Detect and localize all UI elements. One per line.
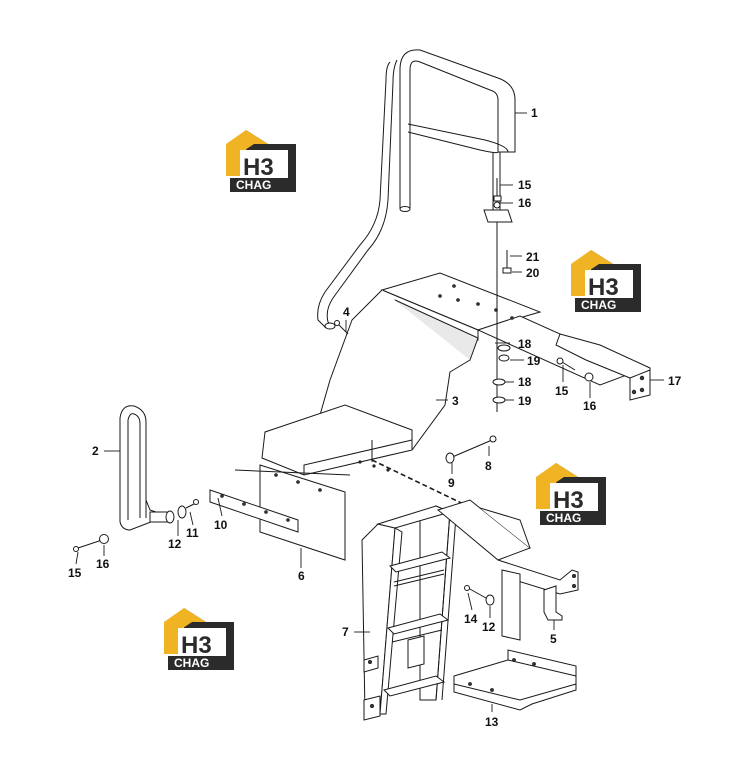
callout-18-top: 18 <box>518 337 532 351</box>
logo-letters: H3 <box>553 487 584 514</box>
logo-caption: CHAG <box>546 511 581 525</box>
callout-21: 21 <box>526 250 540 264</box>
ladder-assembly <box>361 499 579 721</box>
brand-logo: H3 CHAG <box>571 250 641 312</box>
logo-letters: H3 <box>181 632 212 659</box>
logo-caption: CHAG <box>174 656 209 670</box>
handrail-upper <box>317 49 516 330</box>
callout-9: 9 <box>448 476 455 490</box>
callout-19-bottom: 19 <box>518 394 532 408</box>
logo-letters: H3 <box>588 274 619 301</box>
brand-logo: H3 CHAG <box>226 130 296 192</box>
callout-3: 3 <box>452 394 459 408</box>
bolt-set-right <box>556 357 594 382</box>
callout-14: 14 <box>464 612 478 626</box>
logo-caption: CHAG <box>581 298 616 312</box>
callout-15-right: 15 <box>555 384 569 398</box>
bolt-4 <box>334 320 349 335</box>
callout-16-left: 16 <box>96 557 110 571</box>
brand-logo: H3 CHAG <box>164 608 234 670</box>
brand-logo: H3 CHAG <box>536 463 606 525</box>
callout-16-right: 16 <box>583 399 597 413</box>
logo-letters: H3 <box>243 154 274 181</box>
callout-5: 5 <box>550 632 557 646</box>
callout-12-right: 12 <box>482 620 496 634</box>
callout-4: 4 <box>343 305 350 319</box>
callout-10: 10 <box>214 518 228 532</box>
callout-12-left: 12 <box>168 537 182 551</box>
mud-plate <box>209 464 351 561</box>
callout-18-bottom: 18 <box>518 375 532 389</box>
callout-7: 7 <box>342 625 349 639</box>
platform-frame <box>261 272 651 476</box>
callout-19-top: 19 <box>527 354 541 368</box>
step-frame <box>453 649 577 711</box>
leader-lines <box>75 112 664 712</box>
callout-15-top: 15 <box>518 178 532 192</box>
callout-11: 11 <box>186 526 199 540</box>
callout-1: 1 <box>531 106 538 120</box>
callout-17: 17 <box>668 374 682 388</box>
callout-16-top: 16 <box>518 196 532 210</box>
callout-6: 6 <box>298 569 305 583</box>
callout-15-left: 15 <box>68 566 82 580</box>
callout-20: 20 <box>526 266 540 280</box>
callout-2: 2 <box>92 444 99 458</box>
handrail-side <box>73 405 199 552</box>
callout-8: 8 <box>485 459 492 473</box>
logo-caption: CHAG <box>236 178 271 192</box>
callouts: 1 2 3 4 5 6 7 8 9 10 11 12 12 13 14 15 1… <box>68 106 682 729</box>
callout-13: 13 <box>485 715 499 729</box>
